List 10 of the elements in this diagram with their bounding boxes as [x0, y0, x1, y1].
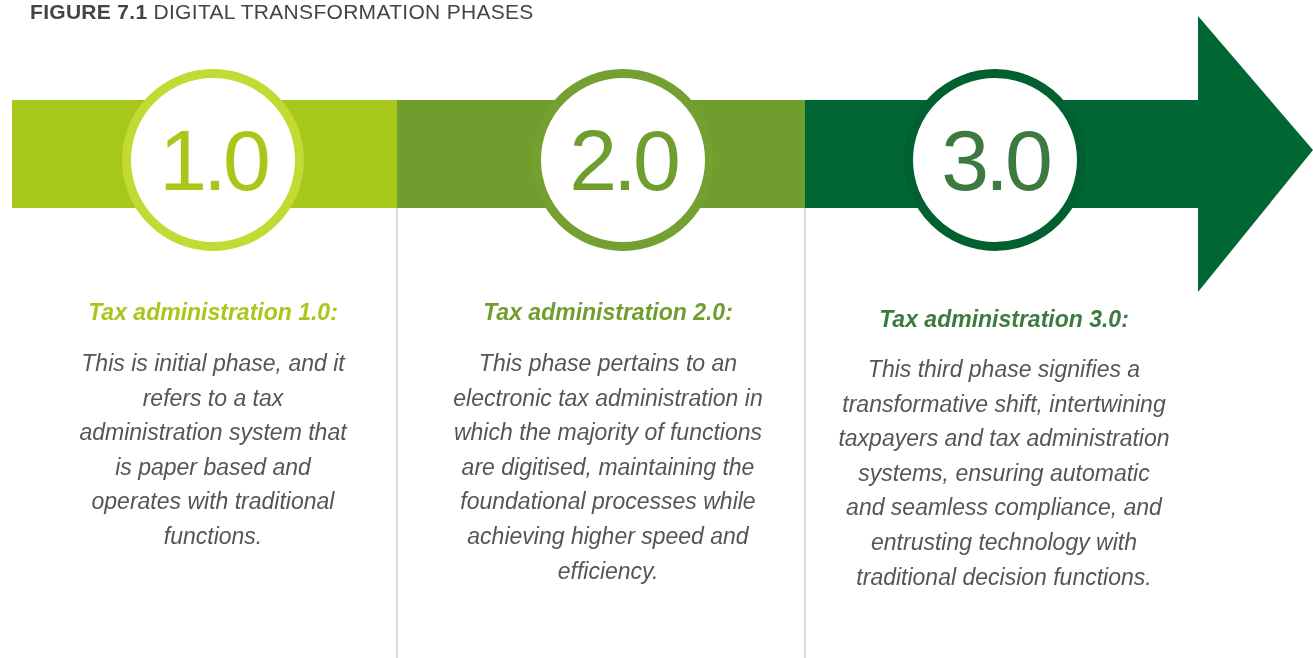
- phase-heading: Tax administration 1.0:: [87, 299, 339, 326]
- figure-title: FIGURE 7.1 DIGITAL TRANSFORMATION PHASES: [30, 0, 534, 24]
- phase-description: This is initial phase, and it refers to a tax administration system that is paper based and operates with traditional functions.: [78, 349, 349, 551]
- phase-number: 3.0: [941, 110, 1049, 210]
- phase-number: 2.0: [569, 110, 677, 210]
- phase-description: This phase pertains to an electronic tax administration in which the majority of functions are digitised, maintaining the foundational processes while achieving higher speed and efficiency.: [452, 349, 764, 586]
- phase-heading: Tax administration 3.0:: [878, 306, 1130, 333]
- phase-number: 1.0: [159, 110, 267, 210]
- phase-description: This third phase signifies a transformative shift, intertwining taxpayers and tax administration systems, ensuring automatic and seamless compliance, and entrusting technology with traditional decision functions.: [837, 355, 1171, 592]
- phase-heading: Tax administration 2.0:: [482, 299, 734, 326]
